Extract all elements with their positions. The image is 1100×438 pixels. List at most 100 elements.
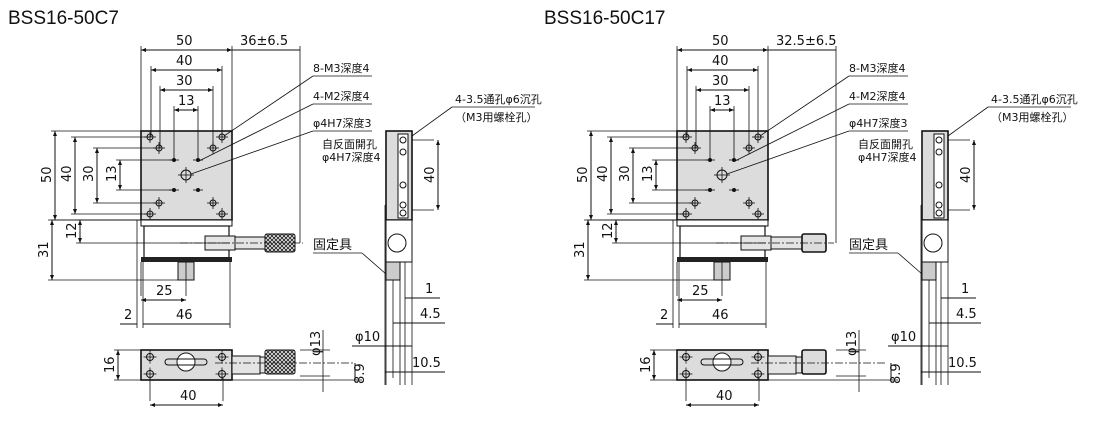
note-m3: 8-M3深度4	[313, 61, 369, 75]
side-clamp-knob	[385, 261, 401, 281]
leader-line	[411, 106, 453, 137]
note-h7: φ4H7深度3	[849, 116, 908, 130]
leader-line	[947, 106, 989, 137]
micrometer-sleeve-bottom	[767, 355, 797, 375]
dim-89-label: 8.9	[353, 363, 368, 384]
guide-block	[676, 219, 769, 227]
note-clamp: 固定具	[849, 238, 888, 253]
dim-side-40-label: 40	[423, 166, 438, 183]
leader-line	[361, 252, 387, 275]
leader-line	[897, 252, 923, 275]
dim-width-13-label: 13	[714, 94, 731, 109]
dim-width-30-label: 30	[712, 74, 729, 89]
side-micrometer-icon	[387, 233, 407, 253]
note-counterbore: 4-3.5通孔φ6沉孔	[455, 93, 542, 106]
dim-width-40-label: 40	[176, 54, 193, 69]
dim-depth-16-label: 16	[639, 356, 654, 373]
dim-height-40-label: 40	[60, 165, 75, 182]
dim-travel-label: 32.5±6.5	[776, 34, 837, 49]
dim-width-13-arrow	[174, 108, 198, 112]
dim-height-12-arrow	[78, 220, 82, 243]
leader-line	[198, 103, 314, 162]
side-view-base	[921, 219, 949, 263]
dim-height-30-label: 30	[82, 165, 97, 182]
dim-height-31-label: 31	[37, 241, 52, 258]
stage-table-top	[676, 130, 769, 221]
micrometer-sleeve-bottom	[231, 355, 261, 375]
dim-phi10-label: φ10	[355, 330, 380, 345]
micrometer-thimble-bottom-icon	[264, 349, 296, 375]
dim-phi13-label: φ13	[309, 331, 324, 356]
note-h7: φ4H7深度3	[313, 116, 372, 130]
note-m3: 8-M3深度4	[849, 61, 905, 75]
micrometer-barrel-bottom	[795, 356, 803, 374]
dim-width-50-label: 50	[176, 34, 193, 49]
dim-width-13-arrow	[710, 108, 734, 112]
side-view-rail	[397, 133, 409, 219]
note-reverse-hole: 自反面開孔	[322, 138, 377, 151]
dim-height-40-label: 40	[596, 165, 611, 182]
side-screw-icon	[935, 148, 943, 156]
dim-height-31-label: 31	[573, 241, 588, 258]
base-foot	[141, 257, 232, 262]
dim-width-30-label: 30	[176, 74, 193, 89]
side-screw-icon	[399, 209, 407, 217]
note-bolt-hole: （M3用螺栓孔）	[991, 110, 1074, 124]
dim-phi10-label: φ10	[891, 330, 916, 345]
leader-line	[726, 130, 850, 175]
dim-height-13-label: 13	[641, 165, 656, 182]
side-screw-icon	[399, 201, 407, 209]
leader-line	[190, 130, 314, 175]
dim-height-30-label: 30	[618, 165, 633, 182]
dim-width-25-label: 25	[692, 284, 709, 299]
side-screw-icon	[399, 148, 407, 156]
side-view-rail	[933, 133, 945, 219]
model-title: BSS16-50C17	[544, 8, 665, 29]
clamp-screw-icon	[176, 352, 196, 372]
dim-width-2-label: 2	[660, 308, 668, 323]
dim-side-40-label: 40	[959, 166, 974, 183]
side-screw-icon	[935, 209, 943, 217]
stage-table-top	[140, 130, 233, 221]
note-bolt-hole: （M3用螺栓孔）	[455, 110, 538, 124]
dim-height-12-arrow	[614, 220, 618, 243]
dim-width-46-label: 46	[712, 308, 729, 323]
dim-45-label: 4.5	[956, 307, 977, 322]
model-title: BSS16-50C7	[8, 8, 119, 29]
dim-height-50-label: 50	[40, 166, 55, 183]
dim-width-46-label: 46	[176, 308, 193, 323]
dim-height-12-label: 12	[601, 222, 616, 239]
leader-line	[223, 75, 314, 137]
dim-89-label: 8.9	[889, 363, 904, 384]
dim-width-25-arrow	[677, 298, 722, 302]
dim-width-50-label: 50	[712, 34, 729, 49]
dim-1-label: 1	[961, 282, 969, 297]
dim-width-40-bottom-label: 40	[180, 389, 197, 404]
dim-phi13-label: φ13	[845, 331, 860, 356]
base-foot	[677, 257, 768, 262]
note-counterbore: 4-3.5通孔φ6沉孔	[991, 93, 1078, 106]
note-m2: 4-M2深度4	[849, 89, 905, 103]
leader-line	[759, 75, 850, 137]
micrometer-thimble-bottom-icon	[801, 349, 827, 375]
side-screw-icon	[399, 181, 407, 189]
note-clamp: 固定具	[313, 238, 352, 253]
dim-travel-label: 36±6.5	[240, 34, 288, 49]
note-reverse-hole: 自反面開孔	[858, 138, 913, 151]
clamp-screw-icon	[712, 352, 732, 372]
dim-1-label: 1	[425, 282, 433, 297]
guide-block	[140, 219, 233, 227]
side-micrometer-icon	[923, 233, 943, 253]
side-screw-icon	[935, 136, 943, 144]
dim-45-label: 4.5	[420, 307, 441, 322]
dim-width-40-label: 40	[712, 54, 729, 69]
dim-105-label: 10.5	[412, 356, 441, 371]
dim-width-13-label: 13	[178, 94, 195, 109]
side-clamp-knob	[921, 261, 937, 281]
note-reverse-hole-depth: φ4H7深度4	[858, 150, 917, 164]
side-view-base	[385, 219, 413, 263]
note-reverse-hole-depth: φ4H7深度4	[322, 150, 381, 164]
dim-height-13-label: 13	[105, 165, 120, 182]
